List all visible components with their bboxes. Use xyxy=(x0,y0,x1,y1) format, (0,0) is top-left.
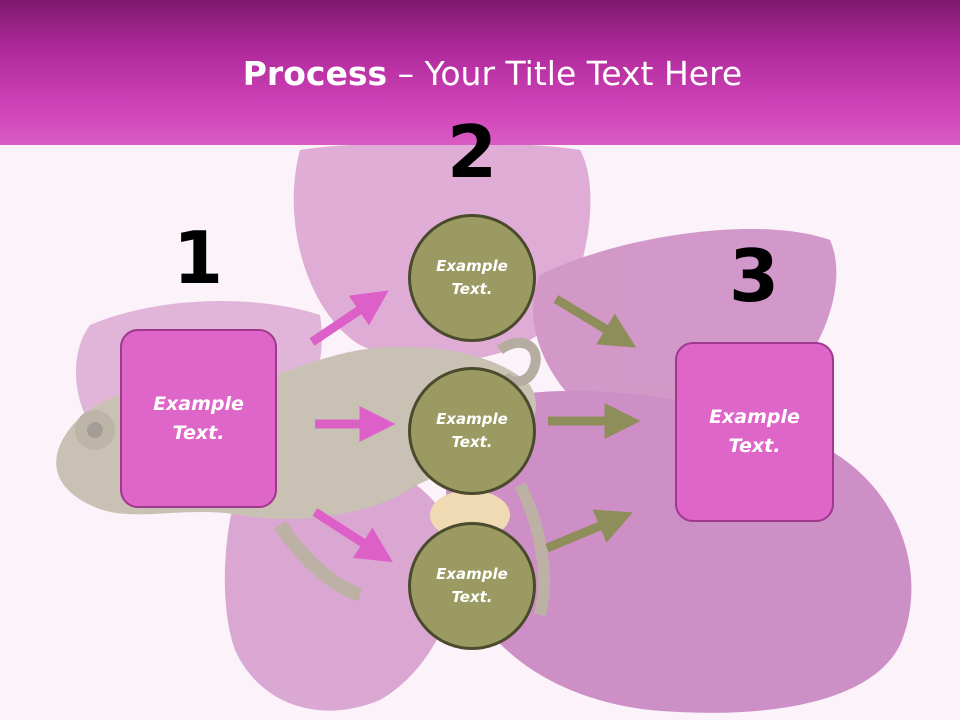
step-3-box[interactable]: Example Text. xyxy=(675,342,834,522)
step-1-box[interactable]: Example Text. xyxy=(120,329,277,508)
step-number-3: 3 xyxy=(728,234,780,318)
step-number-1: 1 xyxy=(172,216,224,300)
arrow-from-lower-circle xyxy=(545,509,633,553)
title-rest: – Your Title Text Here xyxy=(387,54,743,93)
arrow-to-lower-circle xyxy=(312,508,393,563)
title-bar xyxy=(0,0,960,145)
step-2-circle-bottom[interactable]: Example Text. xyxy=(408,522,536,650)
step-number-2: 2 xyxy=(446,110,498,194)
title-strong: Process xyxy=(242,54,388,93)
step-2-circle-top[interactable]: Example Text. xyxy=(408,214,536,342)
arrow-from-upper-circle xyxy=(553,295,637,348)
step-2-circle-middle[interactable]: Example Text. xyxy=(408,367,536,495)
arrow-to-upper-circle xyxy=(309,290,389,346)
slide-title: Process – Your Title Text Here xyxy=(0,54,960,94)
